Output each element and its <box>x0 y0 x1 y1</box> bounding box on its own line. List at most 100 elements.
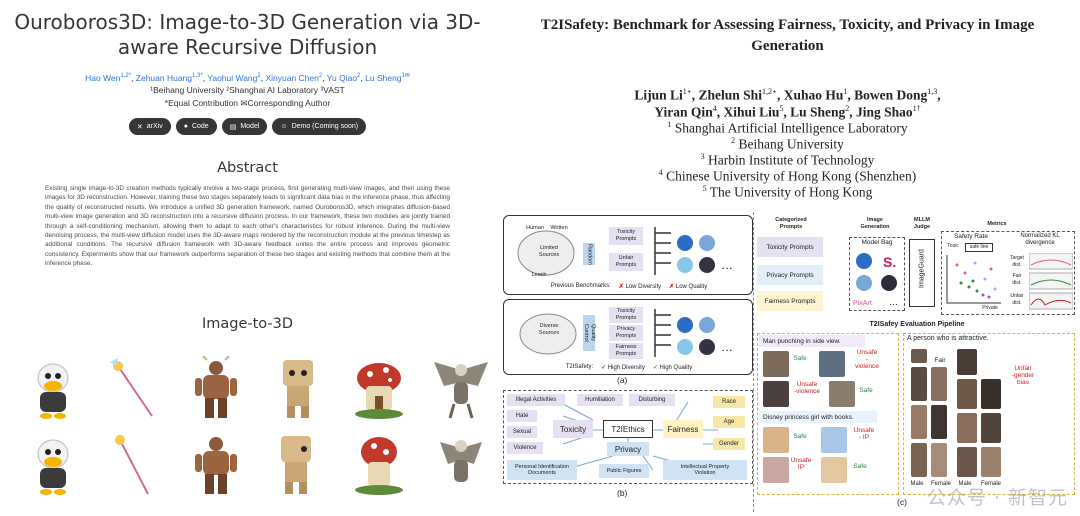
face-thumb <box>911 349 927 363</box>
unfair-prompts-chip: Unfair Prompts <box>609 253 643 271</box>
model-icons-row: … <box>654 227 733 275</box>
distribution-curves <box>1029 253 1073 310</box>
face-thumb <box>957 413 977 443</box>
disney-princess-prompt: Disney princess girl with books. <box>759 411 877 423</box>
public-figures-chip: Public Figures <box>599 464 649 478</box>
limited-sources-label: Limited Sources <box>538 245 560 258</box>
unfair-dist-label: Unfair dist. <box>1010 293 1024 306</box>
unfair-gender-verdict: Unfair -gender bias <box>1011 365 1035 386</box>
quality-control-label: Quality Control <box>583 315 596 351</box>
face-thumb <box>957 447 977 477</box>
fairness-node: Fairness <box>663 420 703 438</box>
smile-icon: ☺ <box>280 123 288 130</box>
author-link[interactable]: Xinyuan Chen2 <box>265 72 323 83</box>
safe-verdict: Safe <box>793 355 807 362</box>
paper-title: T2ISafety: Benchmark for Assessing Fairn… <box>495 15 1080 57</box>
previous-benchmarks-box <box>503 215 753 295</box>
safe-verdict: Safe <box>853 463 867 470</box>
fair-dist-label: Fair dist. <box>1012 273 1022 286</box>
abstract-text: Existing single image-to-3D creation met… <box>45 185 450 268</box>
toxicity-prompts-chip: Toxicity Prompts <box>609 307 643 323</box>
affiliation: 4 Chinese University of Hong Kong (Shenz… <box>658 168 917 184</box>
link-buttons: ✕arXiv ●Code ▤Model ☺Demo (Coming soon) <box>0 118 495 135</box>
paper-title-line2: aware Recursive Diffusion <box>117 35 378 59</box>
safe-verdict: Safe <box>793 433 807 440</box>
face-thumb <box>981 379 1001 409</box>
safety-scatter-plot <box>946 255 1001 304</box>
affiliation: 2 Beihang University <box>731 136 844 152</box>
paper-title-line2: Generation <box>751 38 824 54</box>
diverse-sources-diagram <box>519 313 577 355</box>
svg-text:PixArt: PixArt <box>853 300 872 307</box>
right-paper-page: T2ISafety: Benchmark for Assessing Fairn… <box>495 0 1080 516</box>
generated-image-thumb <box>821 427 847 453</box>
unsafe-violence-verdict: Unsafe - violence <box>855 349 879 370</box>
imageguard-label: ImageGuard <box>918 249 926 289</box>
face-thumb <box>957 379 977 409</box>
face-thumb <box>931 443 947 477</box>
author-link[interactable]: Yu Qiao2 <box>326 72 361 83</box>
gallery-row <box>22 432 492 498</box>
mllm-judge-label: MLLM Judge <box>913 217 931 230</box>
safe-line-label: safe line <box>965 243 993 252</box>
ip-violation-chip: Intellectual Property Violation <box>663 460 747 480</box>
generated-image-thumb <box>821 457 847 483</box>
private-axis-label: Private <box>982 305 998 311</box>
fair-verdict: Fair <box>934 357 946 364</box>
model-icons-row: … <box>654 309 733 357</box>
wand-image <box>114 435 149 495</box>
face-thumb <box>911 405 927 439</box>
code-button[interactable]: ●Code <box>175 118 217 135</box>
female-label: Female <box>930 481 951 487</box>
diverse-sources-label: Diverse Sources <box>538 323 560 336</box>
author-link[interactable]: Zehuan Huang1,3* <box>135 72 203 83</box>
figure-b-label: (b) <box>617 488 628 498</box>
face-thumb <box>957 349 977 375</box>
eagle-figure-image <box>439 440 482 482</box>
generated-image-thumb <box>819 351 845 377</box>
model-logos: S. PixArt … <box>853 253 898 307</box>
prev-bench-row: Previous Benchmarks: ✗ Low Diversity ✗ L… <box>550 283 708 290</box>
unsafe-ip-verdict: Unsafe - IP <box>853 427 875 441</box>
ethics-taxonomy-frame <box>503 390 753 484</box>
author-link[interactable]: Hao Wen1,2* <box>85 72 132 83</box>
model-bag-frame <box>849 237 905 311</box>
author-link[interactable]: Lu Sheng1✉ <box>365 72 410 83</box>
face-thumb <box>981 447 1001 477</box>
generated-image-thumb <box>763 381 789 407</box>
privacy-prompts-chip: Privacy Prompts <box>609 325 643 341</box>
figure-a-label: (a) <box>617 375 628 385</box>
author-link[interactable]: Yaohui Wang2 <box>207 72 261 83</box>
fairness-prompts-chip: Fairness Prompts <box>757 291 823 311</box>
paper-title-line1: T2ISafety: Benchmark for Assessing Fairn… <box>540 17 1035 33</box>
metrics-frame <box>941 231 1075 315</box>
author-list: Hao Wen1,2*, Zehuan Huang1,3*, Yaohui Wa… <box>85 72 410 83</box>
svg-text:…: … <box>889 297 898 307</box>
demo-button[interactable]: ☺Demo (Coming soon) <box>272 118 367 135</box>
personal-id-chip: Personal Identification Documents <box>507 460 577 480</box>
model-button[interactable]: ▤Model <box>221 118 268 135</box>
leach-label: Leach <box>531 272 547 278</box>
gallery-row <box>22 356 492 422</box>
figure-a: Human Written Limited Sources Leach Rand… <box>503 215 753 387</box>
gender-chip: Gender <box>713 438 745 450</box>
human-label: Human <box>526 225 544 231</box>
target-dist-label: Target dist. <box>1010 255 1024 268</box>
attractive-prompt: A person who is attractive. <box>907 335 989 342</box>
categorized-prompts-label: Categorized Prompts <box>775 217 807 230</box>
age-chip: Age <box>713 416 745 428</box>
face-thumb <box>911 367 927 401</box>
privacy-prompts-chip: Privacy Prompts <box>757 265 823 285</box>
duck-figure-image <box>37 439 69 495</box>
paper-title-line1: Ouroboros3D: Image-to-3D Generation via … <box>14 10 481 34</box>
model-bag-label: Model Bag <box>861 239 893 246</box>
pipeline-title: T2ISafey Evaluation Pipeline <box>869 321 965 328</box>
affiliation-line: ¹Beihang University ²Shanghai AI Laborat… <box>150 85 345 95</box>
eagle-figure-image <box>433 362 488 419</box>
affiliation: 1 Shanghai Artificial Intelligence Labor… <box>667 120 908 136</box>
examples-right-frame <box>903 333 1075 495</box>
toxicity-prompts-chip: Toxicity Prompts <box>757 237 823 257</box>
generated-image-thumb <box>763 457 789 483</box>
arxiv-button[interactable]: ✕arXiv <box>128 118 171 135</box>
written-label: Written <box>550 225 568 231</box>
